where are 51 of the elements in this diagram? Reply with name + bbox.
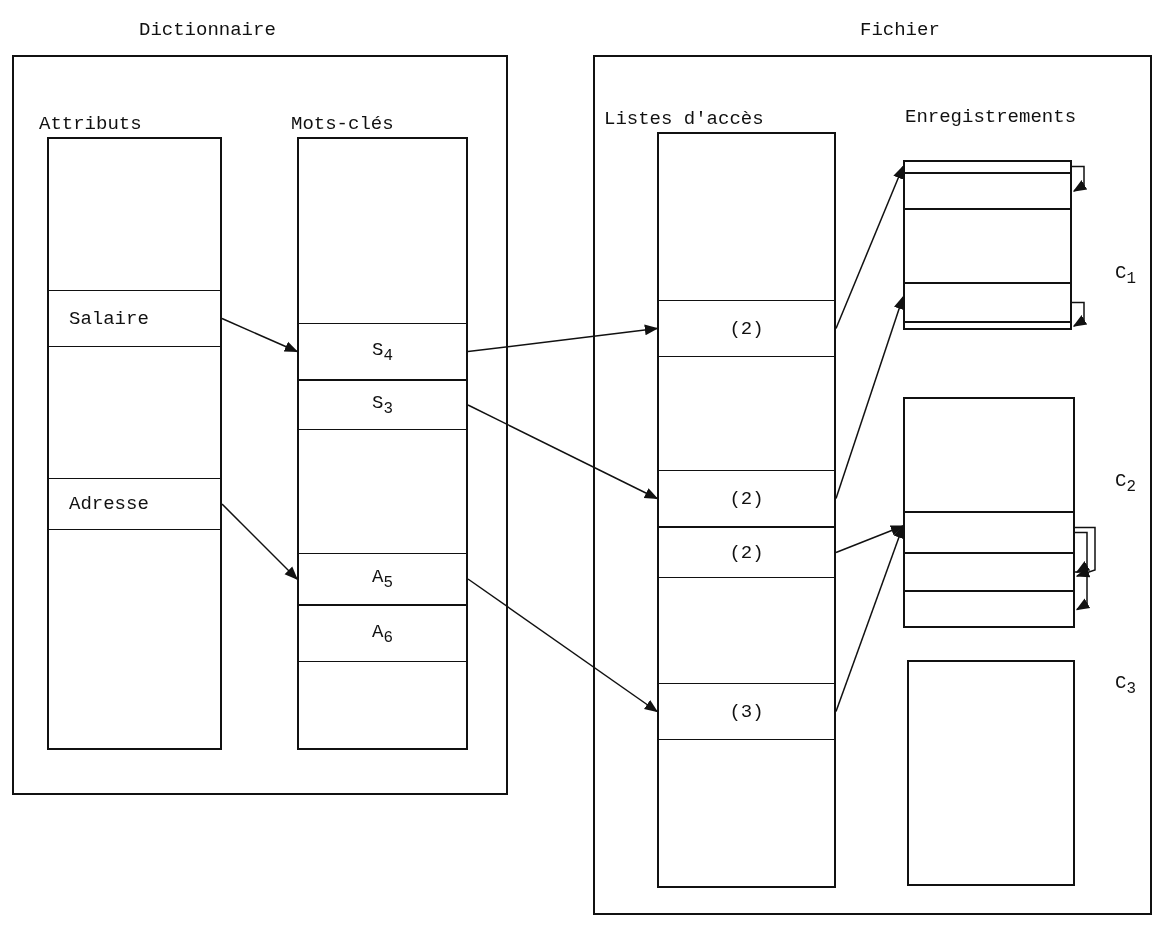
cell-text: Salaire bbox=[69, 307, 149, 330]
table-cell bbox=[47, 478, 222, 530]
table-cell bbox=[47, 290, 222, 347]
cell-text: (2) bbox=[729, 487, 764, 510]
cluster-label: C$_{2}$ bbox=[1115, 470, 1136, 496]
arrow bbox=[1074, 526, 1096, 578]
table-cell bbox=[657, 470, 836, 527]
cell-text: (2) bbox=[729, 541, 764, 564]
arrow bbox=[1074, 531, 1091, 573]
cell-text: A$_{6}$ bbox=[372, 620, 393, 647]
arrow bbox=[467, 404, 659, 500]
record-row bbox=[903, 283, 1072, 322]
table-cell bbox=[657, 300, 836, 357]
arrow bbox=[1074, 571, 1091, 611]
cell-text: Adresse bbox=[69, 493, 149, 515]
cell-text: A$_{5}$ bbox=[372, 566, 393, 592]
cluster-label: C$_{1}$ bbox=[1115, 262, 1136, 288]
heading: Listes d'accès bbox=[604, 108, 764, 130]
record-row bbox=[903, 512, 1075, 553]
table-cell bbox=[297, 380, 468, 430]
column-heading: Enregistrements bbox=[905, 106, 1077, 128]
heading: Attributs bbox=[39, 113, 142, 135]
table-cell bbox=[657, 683, 836, 740]
arrow bbox=[1071, 301, 1088, 327]
arrow bbox=[835, 295, 905, 500]
cell-text: (3) bbox=[729, 700, 764, 723]
cell-text: S$_{3}$ bbox=[372, 392, 393, 418]
record-block bbox=[903, 160, 1072, 330]
heading: Mots-clés bbox=[291, 113, 394, 135]
heading: Dictionnaire bbox=[139, 19, 276, 41]
table-cell bbox=[297, 605, 468, 662]
cluster-label: C$_{3}$ bbox=[1115, 672, 1136, 698]
arrow bbox=[1071, 165, 1088, 192]
arrow bbox=[467, 324, 659, 353]
heading: Fichier bbox=[860, 19, 940, 41]
record-block bbox=[907, 660, 1075, 886]
record-row bbox=[903, 553, 1075, 591]
record-row bbox=[903, 173, 1072, 209]
arrow bbox=[835, 525, 905, 554]
record-row bbox=[903, 209, 1072, 283]
cell-text: S$_{4}$ bbox=[372, 338, 393, 365]
arrow bbox=[835, 524, 904, 713]
arrow bbox=[221, 317, 299, 353]
record-block bbox=[903, 397, 1075, 628]
cell-text: (2) bbox=[729, 317, 764, 340]
table-cell bbox=[657, 527, 836, 578]
arrow bbox=[467, 578, 659, 713]
arrow bbox=[835, 165, 904, 330]
arrow bbox=[221, 503, 298, 580]
table-cell bbox=[297, 323, 468, 380]
table-cell bbox=[297, 553, 468, 605]
